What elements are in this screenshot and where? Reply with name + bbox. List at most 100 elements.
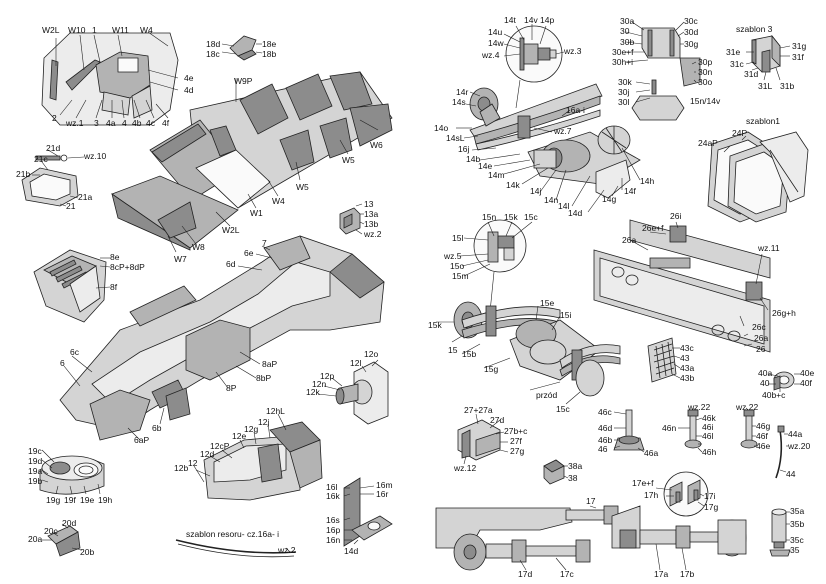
label-31d: 31d xyxy=(744,69,758,79)
cab-interior-part xyxy=(41,32,179,126)
template-3-part-31 xyxy=(751,34,781,73)
label-21: 21 xyxy=(66,201,76,211)
part-20 xyxy=(47,525,81,557)
label-43b: 43b xyxy=(680,373,694,383)
label-26: 26 xyxy=(756,344,766,354)
label-szablon3: szablon 3 xyxy=(736,24,773,34)
label-26a: 26a xyxy=(622,235,636,245)
label-24p: 24P xyxy=(732,128,747,138)
label-4f: 4f xyxy=(162,118,170,128)
label-14k: 14k xyxy=(506,180,520,190)
label-4a: 4a xyxy=(106,118,116,128)
label-38: 38 xyxy=(568,473,578,483)
label-40a: 40a xyxy=(758,368,772,378)
label-31c: 31c xyxy=(730,59,744,69)
label-wz1: wz.1 xyxy=(65,118,84,128)
label-19b: 19b xyxy=(28,476,42,486)
label-30g: 30g xyxy=(684,39,698,49)
label-12l: 12l xyxy=(350,358,361,368)
label-21a: 21a xyxy=(78,192,92,202)
label-19a: 19a xyxy=(28,466,42,476)
label-31g: 31g xyxy=(792,41,806,51)
label-14l: 14l xyxy=(558,201,569,211)
drive-shaft-17 xyxy=(435,505,747,571)
part-18 xyxy=(229,35,257,61)
label-14n: 14n xyxy=(544,195,558,205)
label-14v: 14v xyxy=(524,15,538,25)
label-12j: 12j xyxy=(258,417,269,427)
label-35c: 35c xyxy=(790,535,804,545)
label-20b: 20b xyxy=(80,547,94,557)
label-15n: 15n xyxy=(482,212,496,222)
label-24ap: 24aP xyxy=(698,138,718,148)
label-4e: 4e xyxy=(184,73,194,83)
label-21b: 21b xyxy=(16,169,30,179)
label-w8: W8 xyxy=(192,242,205,252)
part-27 xyxy=(457,419,501,461)
label-14b: 14b xyxy=(466,154,480,164)
front-axle-14 xyxy=(469,83,641,199)
label-30a: 30a xyxy=(620,16,634,26)
label-19d: 19d xyxy=(28,456,42,466)
label-2: 2 xyxy=(52,113,57,123)
label-46: 46 xyxy=(598,444,608,454)
label-6ap: 6aP xyxy=(134,435,149,445)
part-38 xyxy=(543,459,565,485)
part-12-tank xyxy=(335,361,389,425)
label-30b: 30b xyxy=(620,37,634,47)
label-30o: 30o xyxy=(698,77,712,87)
label-44a: 44a xyxy=(788,429,802,439)
label-46f: 46f xyxy=(756,431,768,441)
label-wz2b: wz.2 xyxy=(277,545,296,555)
label-17d: 17d xyxy=(518,569,532,579)
label-43: 43 xyxy=(680,353,690,363)
label-26ef: 26e+f xyxy=(642,223,664,233)
label-w2l: W2L xyxy=(42,25,60,35)
label-46c: 46c xyxy=(598,407,612,417)
part-44 xyxy=(775,425,785,479)
label-w6: W6 xyxy=(370,140,383,150)
label-w1: W1 xyxy=(250,208,263,218)
label-12b: 12b xyxy=(174,463,188,473)
label-15e: 15e xyxy=(540,298,554,308)
label-szablon1: szablon1 xyxy=(746,116,780,126)
label-szablon-resoru: szablon resoru- cz.16a- i xyxy=(186,529,279,539)
label-30: 30 xyxy=(620,26,630,36)
label-12hl: 12hL xyxy=(266,406,285,416)
label-w2l-b: W2L xyxy=(222,225,240,235)
label-12cp: 12cP xyxy=(210,441,230,451)
label-8e: 8e xyxy=(110,252,120,262)
label-30c: 30c xyxy=(684,16,698,26)
label-38a: 38a xyxy=(568,461,582,471)
label-12g: 12g xyxy=(244,424,258,434)
label-40e: 40e xyxy=(800,368,814,378)
label-16n: 16n xyxy=(326,535,340,545)
label-20d: 20d xyxy=(62,518,76,528)
label-46n: 46n xyxy=(662,423,676,433)
label-19c: 19c xyxy=(28,446,42,456)
label-4d: 4d xyxy=(184,85,194,95)
label-19g: 19g xyxy=(46,495,60,505)
label-14d: 14d xyxy=(568,208,582,218)
label-12k: 12k xyxy=(306,387,320,397)
label-15k: 15k xyxy=(428,320,442,330)
label-wz3: wz.3 xyxy=(563,46,582,56)
label-14e: 14e xyxy=(478,161,492,171)
label-31l: 31L xyxy=(758,81,772,91)
main-frame-6 xyxy=(59,235,385,441)
label-18c: 18c xyxy=(206,49,220,59)
label-20c: 20c xyxy=(44,526,58,536)
label-15g: 15g xyxy=(484,364,498,374)
label-przod: przód xyxy=(536,390,558,400)
label-12p: 12p xyxy=(320,371,334,381)
label-19h: 19h xyxy=(98,495,112,505)
label-wz11: wz.11 xyxy=(757,243,780,253)
label-46e: 46e xyxy=(756,441,770,451)
label-w4b: W4 xyxy=(272,196,285,206)
label-14w: 14w xyxy=(488,38,504,48)
label-12e: 12e xyxy=(232,431,246,441)
label-18e: 18e xyxy=(262,39,276,49)
label-43a: 43a xyxy=(680,363,694,373)
